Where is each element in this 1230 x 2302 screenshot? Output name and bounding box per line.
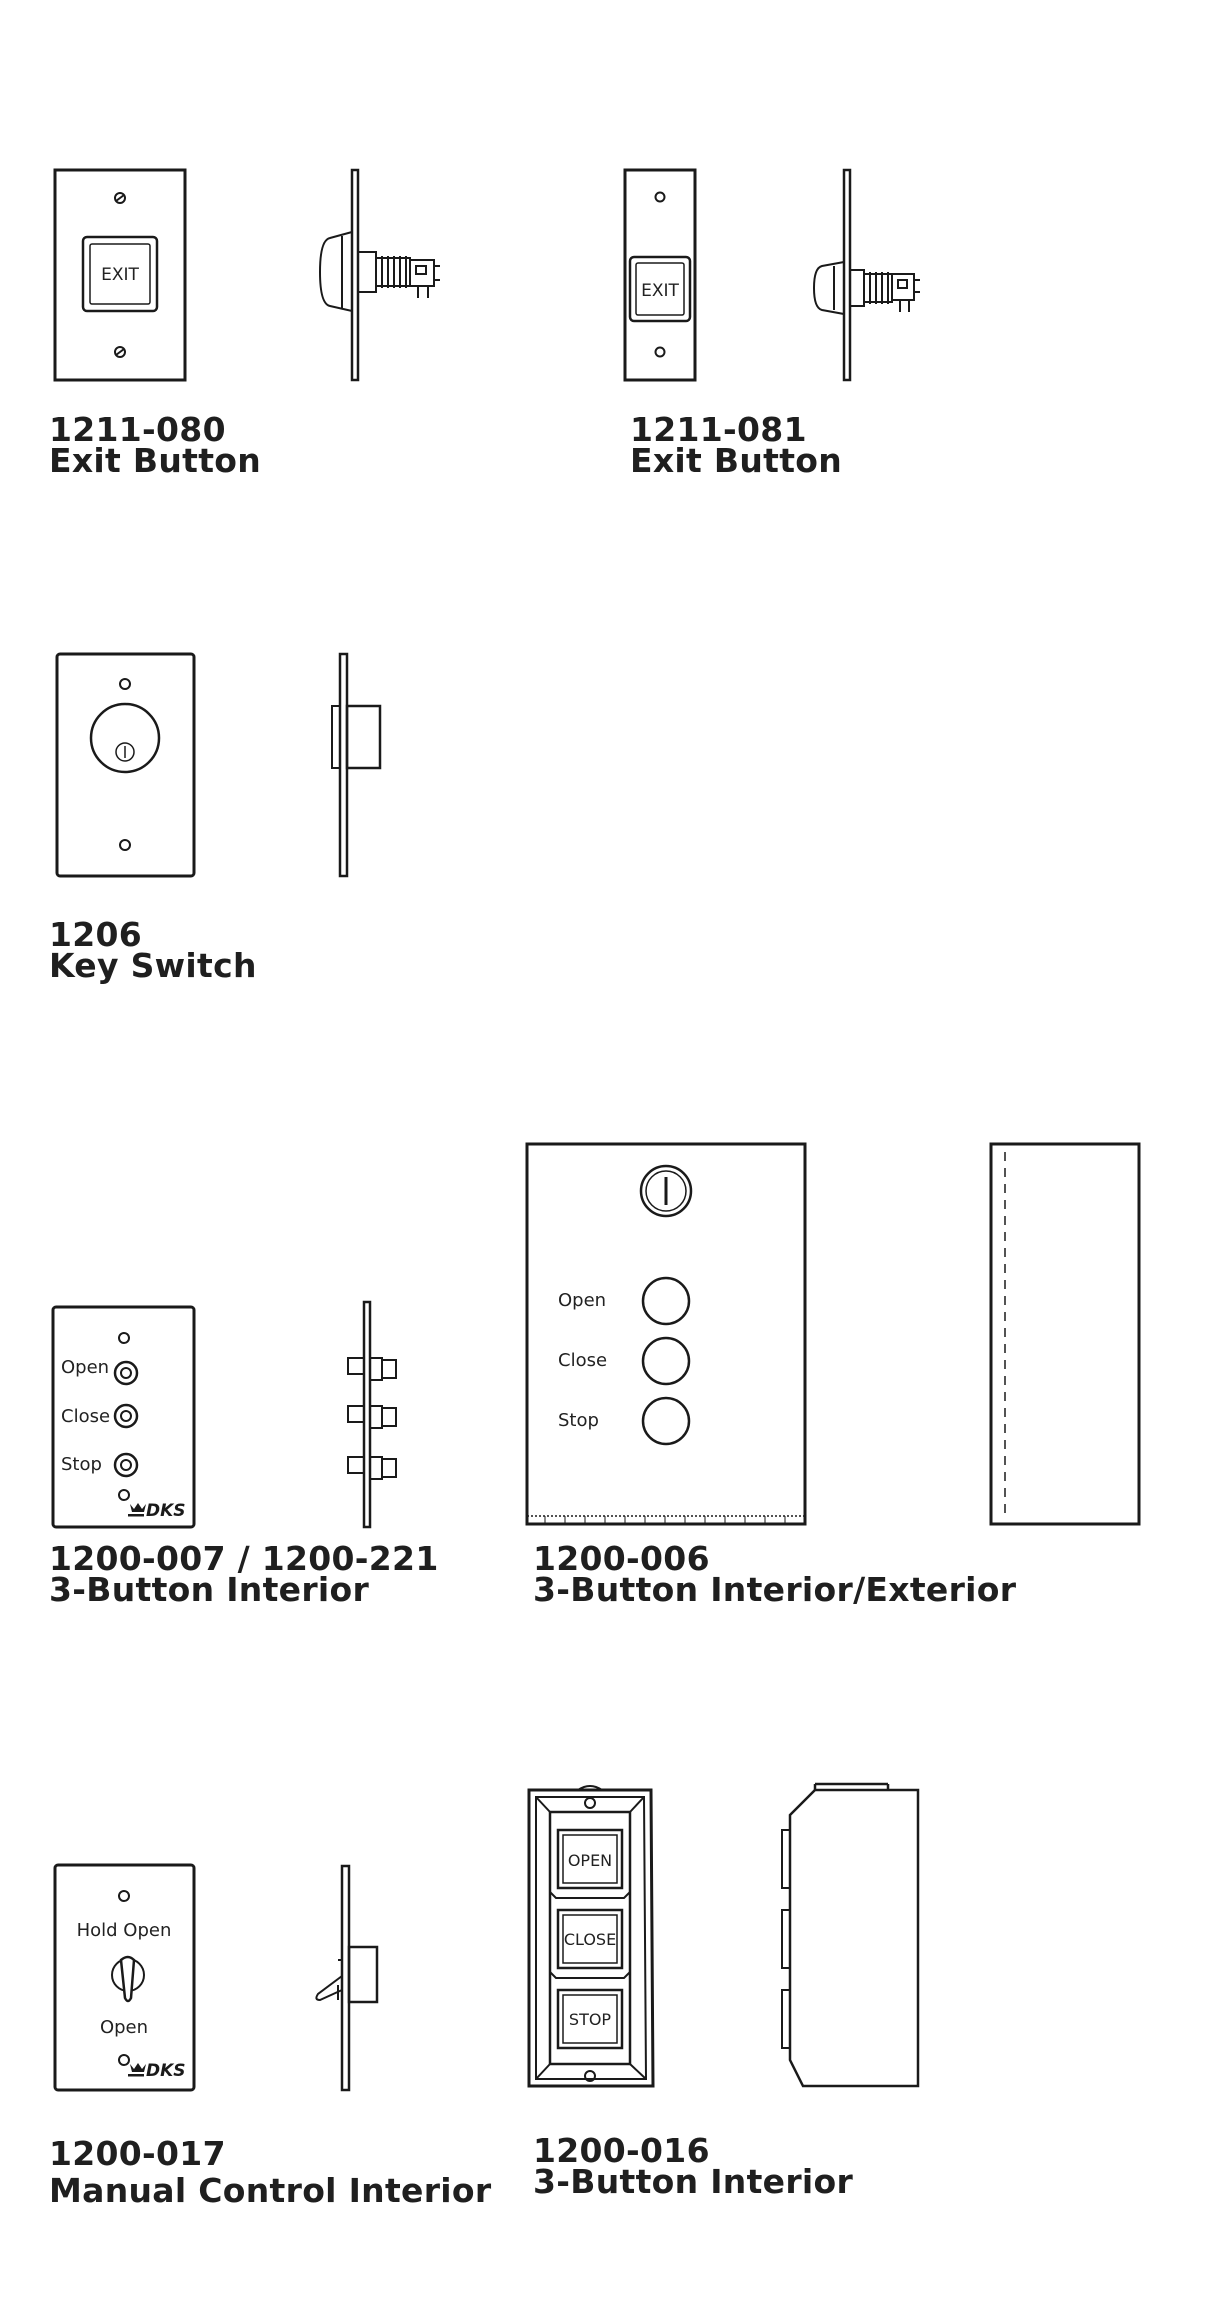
key-cylinder-icon [89, 702, 161, 774]
product-name: 3-Button Interior/Exterior [533, 1570, 1017, 1609]
manual-control-interior-front: Hold Open Open DKS [53, 1863, 196, 2092]
product-name: 3-Button Interior [49, 1570, 370, 1609]
three-button-interior-exterior-front: Open Close Stop [525, 1142, 807, 1526]
three-button-interior-side [347, 1300, 397, 1529]
product-name: Exit Button [49, 441, 262, 480]
close-button-icon [556, 1908, 624, 1970]
part-number: 1200-016 [533, 2131, 710, 2170]
close-label: CLOSE [564, 1930, 616, 1949]
stop-label: STOP [569, 2010, 612, 2029]
exit-button-1211-080-front: EXIT [53, 168, 187, 382]
open-button-icon [556, 1828, 624, 1890]
exit-label: EXIT [641, 281, 679, 301]
open-label: Open [558, 1290, 606, 1311]
product-name: 3-Button Interior [533, 2162, 854, 2201]
stop-label: Stop [61, 1454, 102, 1475]
close-button-icon [113, 1403, 139, 1429]
exit-label: EXIT [101, 265, 139, 285]
stop-button-icon [113, 1452, 139, 1478]
three-button-interior-16-front: OPEN CLOSE STOP [527, 1785, 655, 2088]
stop-label: Stop [558, 1410, 599, 1431]
key-cylinder-icon [639, 1164, 693, 1218]
exit-button-1211-081-front: EXIT [623, 168, 697, 382]
dks-logo-icon: DKS [128, 1501, 186, 1521]
product-caption-1200-007: 1200-007 / 1200-221 3-Button Interior [49, 1539, 439, 1609]
stop-button-icon [556, 1988, 624, 2050]
key-switch-1206-side [331, 652, 382, 878]
open-label: OPEN [568, 1851, 612, 1870]
close-button-icon [641, 1336, 691, 1386]
open-label: Open [100, 2017, 148, 2038]
manual-control-interior-side [315, 1864, 379, 2092]
open-button-icon [113, 1360, 139, 1386]
three-button-interior-front: Open Close Stop DKS [51, 1305, 196, 1529]
product-caption-1200-016: 1200-016 3-Button Interior [533, 2131, 854, 2201]
dks-logo-icon: DKS [128, 2061, 186, 2081]
open-button-icon [641, 1276, 691, 1326]
part-number: 1200-006 [533, 1539, 710, 1578]
open-label: Open [61, 1357, 109, 1378]
part-number: 1211-081 [630, 410, 807, 449]
part-number: 1200-017 [49, 2134, 226, 2173]
product-caption-1211-081: 1211-081 Exit Button [630, 410, 843, 480]
product-caption-1206: 1206 Key Switch [49, 915, 257, 985]
svg-text:DKS: DKS [146, 2061, 186, 2081]
product-name: Exit Button [630, 441, 843, 480]
product-caption-1211-080: 1211-080 Exit Button [49, 410, 262, 480]
stop-button-icon [641, 1396, 691, 1446]
hold-open-label: Hold Open [77, 1920, 172, 1941]
product-name: Manual Control Interior [49, 2171, 492, 2210]
close-label: Close [558, 1350, 607, 1371]
part-number: 1206 [49, 915, 143, 954]
part-number: 1200-007 / 1200-221 [49, 1539, 439, 1578]
product-caption-1200-006: 1200-006 3-Button Interior/Exterior [533, 1539, 1017, 1609]
three-button-interior-exterior-side [989, 1142, 1141, 1526]
exit-button-1211-080-side [318, 168, 440, 382]
close-label: Close [61, 1406, 110, 1427]
toggle-switch-icon [111, 1955, 145, 2003]
exit-button-1211-081-side [812, 168, 920, 382]
product-name: Key Switch [49, 946, 257, 985]
key-switch-1206-front [55, 652, 196, 878]
product-caption-1200-017: 1200-017 Manual Control Interior [49, 2135, 491, 2209]
part-number: 1211-080 [49, 410, 226, 449]
svg-text:DKS: DKS [146, 1501, 186, 1521]
three-button-interior-16-side [781, 1782, 920, 2088]
